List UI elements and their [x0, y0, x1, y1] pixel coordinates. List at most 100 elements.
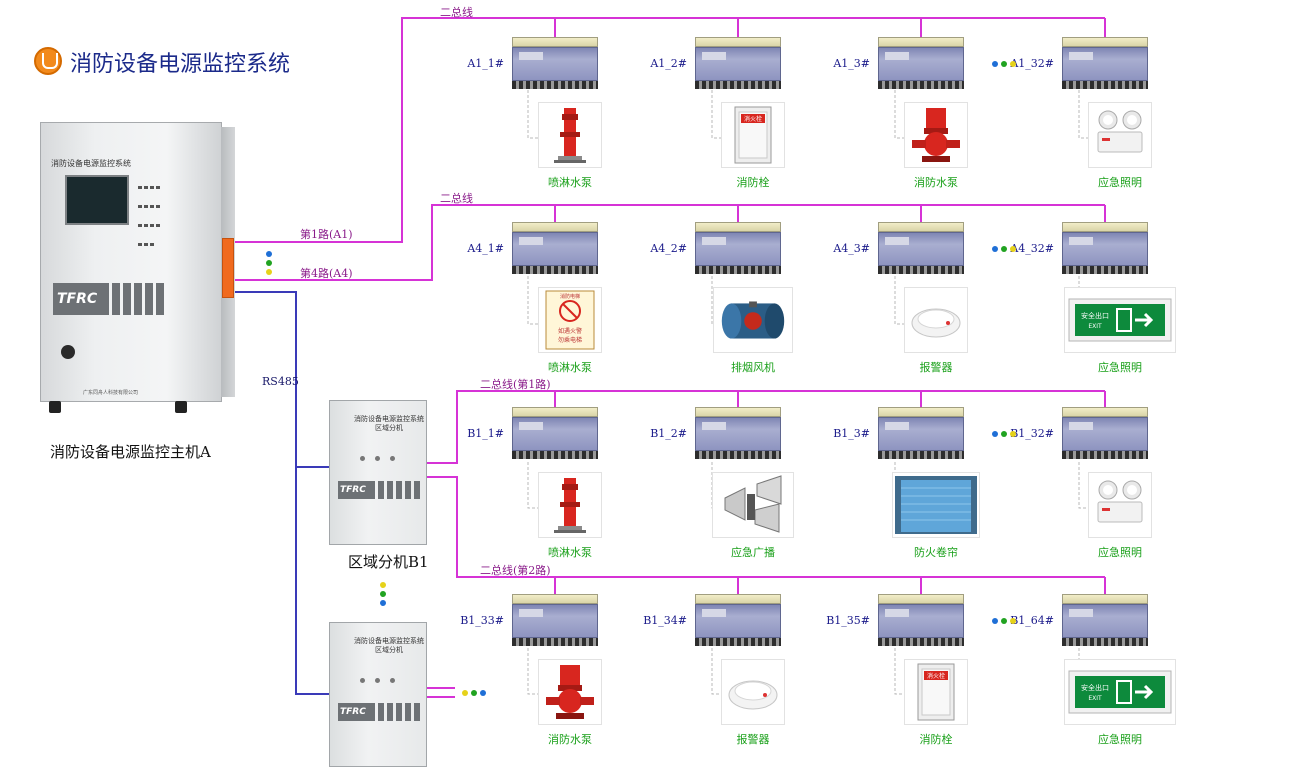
bus-label-mid: 二总线	[440, 192, 473, 205]
equipment-label: 报警器	[736, 733, 770, 746]
main-host-cabinet: 消防设备电源监控系统 TFRC 广东同舟人科技有限公司	[40, 122, 235, 413]
monitor-module	[695, 222, 781, 278]
main-host-label: 消防设备电源监控主机A	[50, 443, 211, 461]
sub-host-header: 消防设备电源监控系统区域分机	[354, 415, 424, 432]
monitor-module	[878, 222, 964, 278]
module-label: A4_32#	[1010, 242, 1054, 255]
more-modules-dots-icon	[992, 431, 1016, 437]
bus-label-top: 二总线	[440, 6, 473, 19]
smoke-fan-icon	[713, 287, 793, 353]
svg-text:EXIT: EXIT	[1088, 323, 1102, 330]
fire-elevator-sign-icon: 消防电梯如遇火警勿乘电梯	[538, 287, 602, 353]
equipment-label: 应急照明	[1098, 733, 1142, 746]
svg-text:消防电梯: 消防电梯	[560, 293, 580, 300]
module-label: A4_1#	[467, 242, 504, 255]
module-label: B1_35#	[826, 614, 870, 627]
company-logo-icon	[34, 47, 62, 75]
equipment-label: 防火卷帘	[914, 546, 958, 559]
key-switch-icon	[61, 345, 75, 359]
bus-a1-route	[234, 17, 1105, 243]
sub-host-header: 消防设备电源监控系统区域分机	[354, 637, 424, 654]
bus-b1-route2	[425, 476, 1105, 578]
hydrant-box-icon: 消火栓	[904, 659, 968, 725]
equipment-label: 喷淋水泵	[548, 361, 592, 374]
monitor-module	[512, 407, 598, 463]
svg-text:安全出口: 安全出口	[1081, 311, 1109, 320]
module-label: A1_2#	[650, 57, 687, 70]
monitor-module	[695, 407, 781, 463]
main-host-footer: 广东同舟人科技有限公司	[83, 390, 139, 396]
more-modules-dots-icon	[992, 61, 1016, 67]
bus-b1-route1	[425, 390, 1105, 464]
bus-a4-route	[234, 204, 1105, 281]
main-host-brand-strip: TFRC	[53, 283, 173, 315]
svg-text:勿乘电梯: 勿乘电梯	[558, 336, 582, 344]
equipment-label: 消防栓	[919, 733, 953, 746]
smoke-detector-icon	[904, 287, 968, 353]
monitor-module	[512, 594, 598, 650]
horn-speaker-icon	[712, 472, 794, 538]
module-label: B1_34#	[643, 614, 687, 627]
svg-text:消火栓: 消火栓	[927, 672, 945, 680]
more-modules-dots-icon	[992, 618, 1016, 624]
equipment-label: 应急广播	[731, 546, 775, 559]
sub-host-label: 区域分机B1	[348, 553, 429, 571]
keypad-icon	[137, 175, 163, 246]
sub-host-leds	[360, 678, 410, 686]
monitor-module	[878, 37, 964, 93]
sub-host-brand-strip: TFRC	[338, 703, 420, 721]
equipment-label: 消防栓	[736, 176, 770, 189]
equipment-label: 报警器	[919, 361, 953, 374]
module-label: A1_3#	[833, 57, 870, 70]
equipment-label: 消防水泵	[914, 176, 958, 189]
module-label: A1_32#	[1010, 57, 1054, 70]
equipment-label: 应急照明	[1098, 176, 1142, 189]
pump-red-icon	[538, 659, 602, 725]
exit-sign-icon: 安全出口 EXIT	[1064, 287, 1176, 353]
equipment-label: 排烟风机	[731, 361, 775, 374]
monitor-module	[512, 222, 598, 278]
monitor-module	[878, 407, 964, 463]
module-label: A4_2#	[650, 242, 687, 255]
pump-red-tall-icon	[538, 472, 602, 538]
monitor-module	[695, 37, 781, 93]
module-label: A4_3#	[833, 242, 870, 255]
bus-lines	[234, 17, 1106, 698]
monitor-module	[1062, 407, 1148, 463]
monitor-module	[512, 37, 598, 93]
more-subhosts-dots-icon	[380, 582, 386, 606]
bus-label-b1-2: 二总线(第2路)	[480, 564, 551, 577]
page-title: 消防设备电源监控系统	[70, 52, 291, 77]
sub-host-b1-cabinet: 消防设备电源监控系统区域分机 TFRC	[329, 400, 427, 545]
equipment-label: 喷淋水泵	[548, 176, 592, 189]
cabinet-foot	[49, 401, 61, 413]
equipment-label: 应急照明	[1098, 546, 1142, 559]
svg-text:如遇火警: 如遇火警	[558, 327, 582, 335]
module-label: B1_64#	[1010, 614, 1054, 627]
monitor-module	[878, 594, 964, 650]
monitor-module	[1062, 222, 1148, 278]
module-label: B1_1#	[467, 427, 504, 440]
bus-label-b1-1: 二总线(第1路)	[480, 378, 551, 391]
main-host-screen-title: 消防设备电源监控系统	[51, 159, 131, 168]
sub-host-brand: TFRC	[338, 481, 376, 499]
more-routes-dots-icon	[266, 251, 272, 275]
equipment-label: 喷淋水泵	[548, 546, 592, 559]
emergency-light-icon	[1088, 472, 1152, 538]
module-label: B1_2#	[650, 427, 687, 440]
hydrant-box-icon: 消火栓	[721, 102, 785, 168]
sub-host-2-cabinet: 消防设备电源监控系统区域分机 TFRC	[329, 622, 427, 767]
svg-text:安全出口: 安全出口	[1081, 683, 1109, 692]
module-label: A1_1#	[467, 57, 504, 70]
svg-text:EXIT: EXIT	[1088, 695, 1102, 702]
main-host-brand: TFRC	[53, 283, 109, 315]
pump-red-tall-icon	[538, 102, 602, 168]
route-a4-label: 第4路(A4)	[300, 267, 353, 280]
monitor-module	[695, 594, 781, 650]
monitor-module	[1062, 594, 1148, 650]
equipment-label: 消防水泵	[548, 733, 592, 746]
more-routes-dots-icon	[462, 690, 486, 696]
pump-red-icon	[904, 102, 968, 168]
sub-host-brand-strip: TFRC	[338, 481, 420, 499]
